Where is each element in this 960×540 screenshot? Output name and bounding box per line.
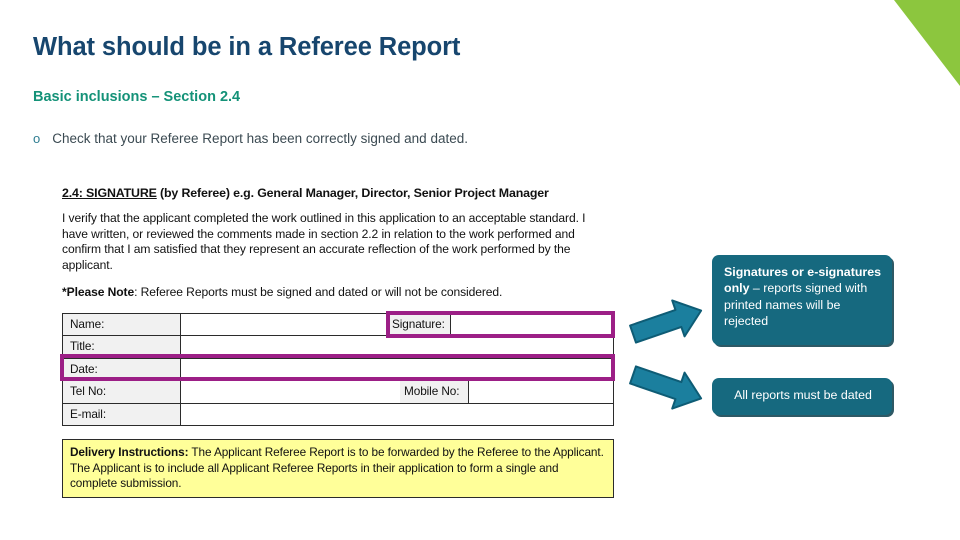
form-label-name: Name: bbox=[63, 313, 181, 336]
table-row: Date: bbox=[63, 358, 613, 382]
form-section-heading-rest: (by Referee) e.g. General Manager, Direc… bbox=[156, 186, 549, 200]
form-label-email: E-mail: bbox=[63, 403, 181, 426]
page-title: What should be in a Referee Report bbox=[33, 33, 461, 61]
form-field-tel-no[interactable]: Mobile No: bbox=[181, 381, 613, 403]
scanned-form-excerpt: 2.4: SIGNATURE (by Referee) e.g. General… bbox=[60, 186, 616, 499]
form-please-note-label: *Please Note bbox=[62, 284, 135, 299]
form-field-date[interactable] bbox=[181, 358, 613, 381]
callout-dated: All reports must be dated bbox=[712, 378, 892, 415]
form-field-name[interactable]: Signature: bbox=[181, 313, 613, 336]
form-label-title: Title: bbox=[63, 336, 181, 358]
delivery-instructions-label: Delivery Instructions: bbox=[70, 445, 189, 460]
form-declaration-paragraph: I verify that the applicant completed th… bbox=[62, 211, 586, 273]
bullet-marker-icon: o bbox=[33, 131, 41, 146]
bullet-list-item: o Check that your Referee Report has bee… bbox=[33, 131, 468, 146]
arrow-up-right-icon bbox=[629, 299, 707, 344]
form-field-title[interactable] bbox=[181, 336, 613, 358]
bullet-item-label: Check that your Referee Report has been … bbox=[52, 131, 468, 146]
form-label-signature: Signature: bbox=[388, 313, 451, 336]
page-subtitle: Basic inclusions – Section 2.4 bbox=[33, 89, 241, 105]
callout-signatures: Signatures or e-signatures only – report… bbox=[712, 255, 892, 345]
form-contact-table: Name: Signature: Title: Date: Tel No: Mo… bbox=[60, 310, 615, 427]
form-section-number: 2.4: SIGNATURE bbox=[62, 186, 157, 200]
form-please-note: *Please Note: Referee Reports must be si… bbox=[62, 285, 616, 299]
table-row: E-mail: bbox=[63, 403, 613, 427]
table-row: Title: bbox=[63, 336, 613, 359]
delivery-instructions-text: The Applicant Referee Report is to be fo… bbox=[70, 445, 604, 491]
form-section-heading: 2.4: SIGNATURE (by Referee) e.g. General… bbox=[62, 186, 616, 200]
form-label-tel-no: Tel No: bbox=[63, 381, 181, 403]
arrow-down-right-icon bbox=[629, 365, 707, 410]
table-row: Tel No: Mobile No: bbox=[63, 381, 613, 404]
delivery-instructions-box: Delivery Instructions: The Applicant Ref… bbox=[62, 439, 614, 499]
form-label-mobile-no: Mobile No: bbox=[400, 381, 469, 403]
callout-signatures-rest: – reports signed with printed names will… bbox=[724, 281, 868, 328]
corner-accent-triangle bbox=[894, 0, 960, 86]
form-field-email[interactable] bbox=[181, 403, 613, 426]
form-please-note-text: : Referee Reports must be signed and dat… bbox=[134, 284, 503, 299]
form-label-date: Date: bbox=[63, 358, 181, 381]
callout-signatures-bold: Signatures or e-signatures only bbox=[724, 265, 881, 296]
table-row: Name: Signature: bbox=[63, 313, 613, 337]
